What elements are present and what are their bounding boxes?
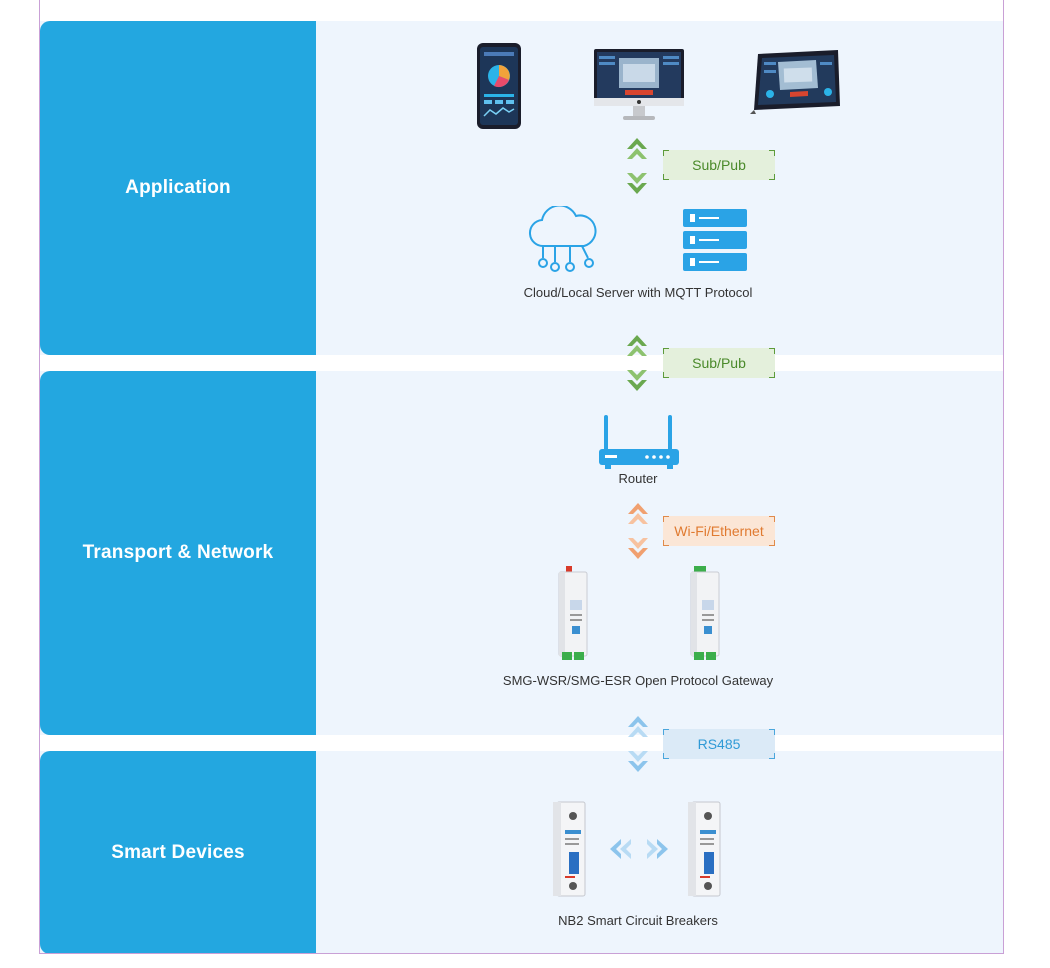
transport-layer-label: Transport & Network <box>40 371 316 735</box>
router-icon <box>599 415 679 469</box>
wifi-ethernet-arrow <box>628 503 648 559</box>
gateway-device-icon-2 <box>690 566 720 660</box>
circuit-breaker-icon <box>553 801 586 897</box>
circuit-breaker-icon-2 <box>688 801 721 897</box>
wifi-ethernet-label: Wi-Fi/Ethernet <box>663 516 775 546</box>
rs485-label: RS485 <box>663 729 775 759</box>
sub-pub-label-middle: Sub/Pub <box>663 348 775 378</box>
sub-pub-text-top: Sub/Pub <box>692 157 746 173</box>
rs485-text: RS485 <box>697 736 741 752</box>
sub-pub-label-top: Sub/Pub <box>663 150 775 180</box>
sub-pub-arrow-top <box>627 138 647 194</box>
server-icon <box>683 209 747 271</box>
wifi-ethernet-text: Wi-Fi/Ethernet <box>674 523 764 539</box>
sub-pub-text-middle: Sub/Pub <box>692 355 746 371</box>
rs485-arrow <box>628 716 648 772</box>
router-caption: Router <box>618 471 658 486</box>
diagram-frame <box>39 0 1004 954</box>
sub-pub-arrow-middle <box>627 335 647 391</box>
server-caption: Cloud/Local Server with MQTT Protocol <box>523 285 753 300</box>
cloud-icon <box>529 206 597 272</box>
tablet-icon <box>750 50 840 114</box>
application-layer-label: Application <box>40 21 316 355</box>
phone-icon <box>477 43 521 129</box>
monitor-icon <box>594 49 684 120</box>
breakers-caption: NB2 Smart Circuit Breakers <box>558 913 718 928</box>
gateway-caption: SMG-WSR/SMG-ESR Open Protocol Gateway <box>502 673 774 688</box>
breaker-link-arrow <box>610 839 668 859</box>
devices-layer-label: Smart Devices <box>40 751 316 954</box>
gateway-device-icon <box>558 566 588 660</box>
